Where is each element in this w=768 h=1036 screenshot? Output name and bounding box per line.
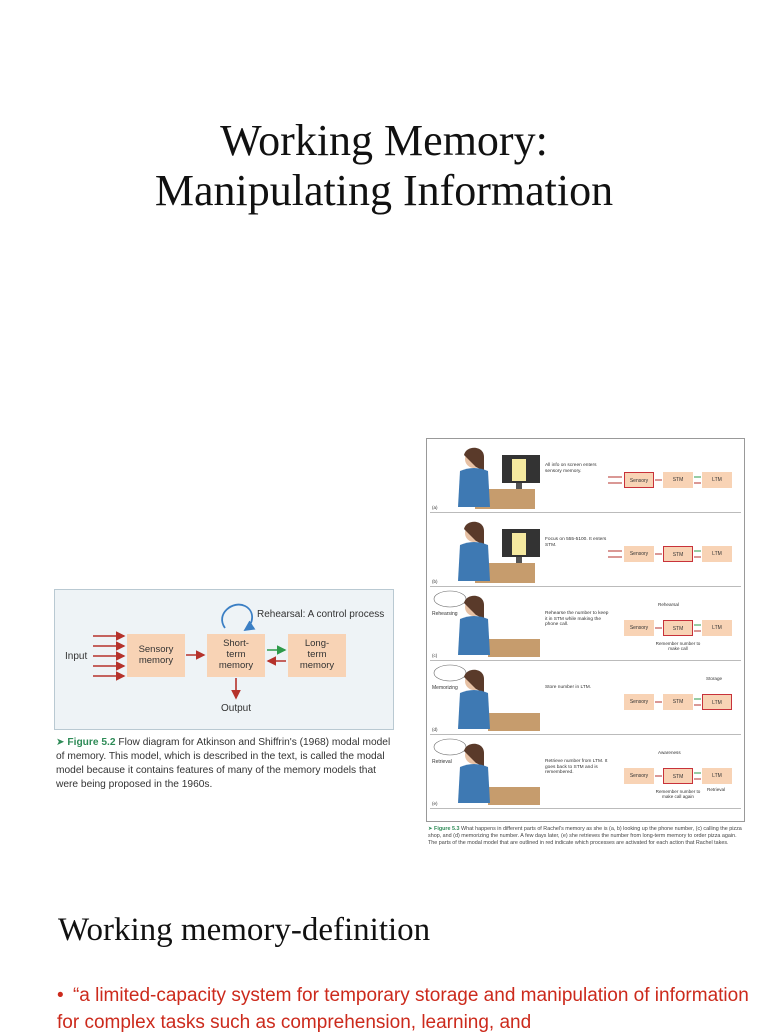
memory-panel: Focus on 555-5100. It enters STM. (b) Sens… <box>430 515 741 587</box>
sensory-box: Sensory <box>624 768 654 784</box>
rehearsal-label: Rehearsal: A control process <box>257 609 385 620</box>
panel-letter: (e) <box>432 801 438 806</box>
input-arrows <box>93 631 126 681</box>
ltm-label-line-2: term <box>307 649 327 660</box>
panel-note-top: Awareness <box>658 750 681 755</box>
figure-5-3-caption: ➤ Figure 5.3 What happens in different p… <box>428 826 744 846</box>
panel-note-bottom: Remember number to make call <box>655 641 701 652</box>
sensory-memory-label: Sensory memory <box>127 644 185 666</box>
memory-panel: All info on screen enters sensory memory… <box>430 441 741 513</box>
panel-letter: (b) <box>432 579 438 584</box>
ltm-box: LTM <box>702 694 732 710</box>
sensory-box: Sensory <box>624 472 654 488</box>
panel-description: Rehearse the number to keep it in STM wh… <box>545 611 609 628</box>
slide-title: Working Memory: Manipulating Information <box>0 116 768 216</box>
stm-box: STM <box>663 472 693 488</box>
stm-box: STM <box>663 694 693 710</box>
rachel-memory-figure: All info on screen enters sensory memory… <box>426 438 745 822</box>
panel-illustration <box>433 664 701 731</box>
panel-description: Retrieve number from LTM. It goes back t… <box>545 759 608 776</box>
slide-title-line-2: Manipulating Information <box>154 166 614 215</box>
long-term-memory-label: Long- term memory <box>288 638 346 671</box>
panel-letter: (c) <box>432 653 438 658</box>
sensory-box: Sensory <box>624 694 654 710</box>
stm-label-line-1: Short- <box>223 638 249 649</box>
memory-panel: Retrieval Retrieve number from LTM. It go… <box>430 737 741 809</box>
panel-illustration <box>433 738 701 805</box>
memory-panel: Rehearsing Rehearse the number to keep it… <box>430 589 741 661</box>
section-heading: Working memory-definition <box>58 912 431 948</box>
sensory-box: Sensory <box>624 620 654 636</box>
figure-5-2-label: Figure 5.2 <box>67 737 116 748</box>
figure-5-3-label: Figure 5.3 <box>434 826 460 832</box>
modal-model-diagram: Rehearsal: A control process Input Senso… <box>54 589 394 730</box>
panel-description: Focus on 555-5100. It enters STM. <box>545 537 607 548</box>
ltm-box: LTM <box>702 546 732 562</box>
ltm-box: LTM <box>702 472 732 488</box>
panel-note-right: Retrieval <box>707 787 726 792</box>
rehearsal-loop-arrow <box>221 603 256 631</box>
panel-note-bottom: Remember number to make call again <box>655 789 701 800</box>
output-label: Output <box>221 703 252 714</box>
bullet-dot-icon: • <box>57 985 64 1006</box>
panel-side-label: Retrieval <box>432 759 452 765</box>
ltm-box: LTM <box>702 768 732 784</box>
panel-description: Store number in LTM. <box>545 685 592 690</box>
input-label: Input <box>65 651 88 662</box>
ltm-label-line-1: Long- <box>304 638 330 649</box>
panel-side-label: Memorizing <box>432 685 458 691</box>
panel-letter: (d) <box>432 727 438 732</box>
panel-side-label: Rehearsing <box>432 611 458 617</box>
definition-bullet: • “a limited-capacity system for tempora… <box>57 982 757 1036</box>
sensory-label-line-1: Sensory <box>138 644 174 655</box>
figure-5-2-caption-text: Flow diagram for Atkinson and Shiffrin's… <box>56 737 391 790</box>
panel-illustration <box>458 447 701 509</box>
stm-box: STM <box>663 768 693 784</box>
sensory-memory-box <box>127 634 185 677</box>
memory-panel: Memorizing Store number in LTM. (d) Sensory… <box>430 663 741 735</box>
short-term-memory-box <box>207 634 265 677</box>
figure-5-2-caption: ➤ Figure 5.2 Flow diagram for Atkinson a… <box>56 736 398 792</box>
long-term-memory-box <box>288 634 346 677</box>
caption-arrow-icon: ➤ <box>428 826 433 832</box>
panel-illustration <box>458 521 701 583</box>
stm-box: STM <box>663 546 693 562</box>
panel-note-top: Rehearsal <box>658 602 679 607</box>
stm-label-line-2: term <box>226 649 246 660</box>
stm-box: STM <box>663 620 693 636</box>
ltm-box: LTM <box>702 620 732 636</box>
caption-arrow-icon: ➤ <box>56 737 65 748</box>
panel-description: All info on screen enters sensory memory… <box>545 463 597 474</box>
definition-text: “a limited-capacity system for temporary… <box>57 985 749 1033</box>
panel-letter: (a) <box>432 505 438 510</box>
panel-illustration <box>433 590 701 657</box>
figure-5-3-caption-text: What happens in different parts of Rache… <box>428 826 742 846</box>
sensory-label-line-2: memory <box>138 655 174 666</box>
ltm-label-line-3: memory <box>299 660 335 671</box>
short-term-memory-label: Short- term memory <box>207 638 265 671</box>
stm-label-line-3: memory <box>218 660 254 671</box>
modal-model-svg <box>93 603 346 700</box>
slide-title-line-1: Working Memory: <box>220 116 548 165</box>
sensory-box: Sensory <box>624 546 654 562</box>
panel-note-top: Storage <box>706 676 723 681</box>
